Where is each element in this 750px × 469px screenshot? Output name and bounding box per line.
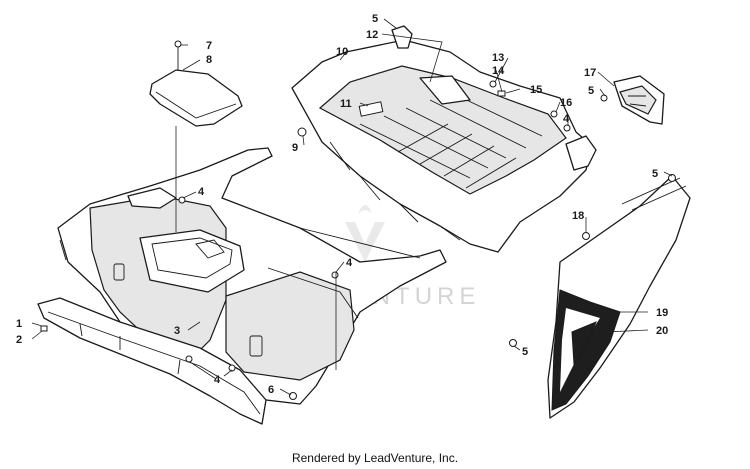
callout-5-light: 5 — [588, 85, 594, 97]
callout-12: 12 — [366, 29, 378, 41]
callout-labels: 1 2 3 4 4 4 4 5 5 5 5 6 7 8 9 10 11 12 1… — [16, 13, 668, 396]
rear-trim-strip — [37, 297, 267, 425]
callout-13: 13 — [492, 52, 504, 64]
callout-3: 3 — [174, 325, 180, 337]
callout-4-storage: 4 — [198, 186, 205, 198]
render-credit: Rendered by LeadVenture, Inc. — [291, 451, 459, 465]
callout-5-top: 5 — [372, 13, 378, 25]
callout-14: 14 — [492, 65, 505, 77]
callout-16: 16 — [560, 97, 572, 109]
callout-5-lower: 5 — [522, 346, 528, 358]
callout-20: 20 — [656, 325, 668, 337]
callout-2: 2 — [16, 334, 22, 346]
callout-4-box: 4 — [563, 113, 570, 125]
tail-light — [600, 75, 665, 125]
callout-4-panel: 4 — [346, 257, 353, 269]
callout-18: 18 — [572, 210, 584, 222]
cargo-box — [291, 39, 597, 253]
callout-8: 8 — [206, 54, 212, 66]
leader-lines — [31, 18, 673, 396]
callout-6: 6 — [268, 384, 274, 396]
callout-5-side: 5 — [652, 168, 658, 180]
storage-lid — [149, 40, 243, 127]
callout-4-lower: 4 — [214, 374, 221, 386]
callout-7: 7 — [206, 40, 212, 52]
callout-15: 15 — [530, 84, 542, 96]
callout-19: 19 — [656, 307, 668, 319]
callout-11: 11 — [340, 98, 352, 110]
callout-9: 9 — [292, 142, 298, 154]
watermark-logo — [345, 205, 385, 262]
callout-1: 1 — [16, 318, 22, 330]
side-panel — [509, 174, 691, 419]
callout-10: 10 — [336, 46, 348, 58]
callout-17: 17 — [584, 67, 596, 79]
fasteners — [178, 110, 571, 400]
